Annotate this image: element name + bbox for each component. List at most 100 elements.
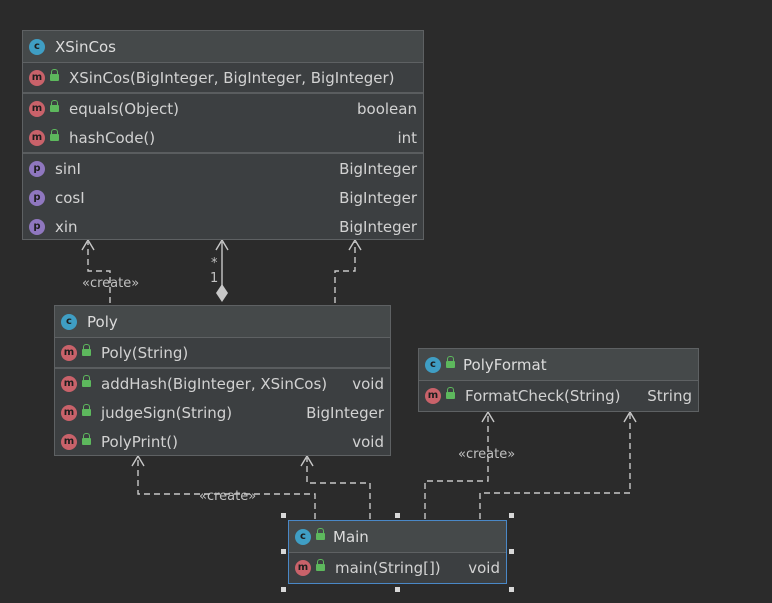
member-row[interactable]: m main(String[]) void — [289, 553, 506, 582]
class-title: Main — [333, 527, 369, 546]
member-row[interactable]: m FormatCheck(String) String — [419, 381, 698, 410]
class-header: c XSinCos — [23, 31, 423, 63]
member-type: void — [352, 432, 384, 451]
member-name: main(String[]) — [335, 558, 441, 577]
arrowhead-icon — [300, 454, 314, 467]
constructor-section: m Poly(String) — [55, 338, 390, 369]
member-type: BigInteger — [339, 188, 417, 207]
method-icon: m — [61, 344, 77, 361]
class-icon: c — [425, 356, 441, 373]
member-name: addHash(BigInteger, XSinCos) — [101, 374, 328, 393]
member-name: cosI — [55, 188, 85, 207]
member-type: void — [352, 374, 384, 393]
member-row[interactable]: m XSinCos(BigInteger, BigInteger, BigInt… — [23, 63, 423, 92]
member-name: judgeSign(String) — [101, 403, 233, 422]
constructor-section: m XSinCos(BigInteger, BigInteger, BigInt… — [23, 63, 423, 94]
methods-section: m equals(Object) boolean m hashCode() in… — [23, 94, 423, 154]
class-title: XSinCos — [55, 37, 116, 56]
lock-icon — [50, 129, 59, 141]
member-row[interactable]: m hashCode() int — [23, 123, 423, 152]
member-row[interactable]: m PolyPrint() void — [55, 427, 390, 456]
methods-section: m addHash(BigInteger, XSinCos) void m ju… — [55, 369, 390, 456]
method-icon: m — [61, 404, 77, 421]
member-name: XSinCos(BigInteger, BigInteger, BigInteg… — [69, 68, 395, 87]
arrowhead-icon — [131, 454, 145, 467]
lock-icon — [446, 356, 455, 368]
edge-poly-depends-xsincos[interactable] — [334, 242, 356, 303]
class-header: c Poly — [55, 306, 390, 338]
class-header: c PolyFormat — [419, 349, 698, 381]
member-row[interactable]: p xin BigInteger — [23, 212, 423, 241]
lock-icon — [82, 344, 91, 356]
create-label: «create» — [82, 276, 140, 291]
method-icon: m — [29, 100, 45, 117]
class-polyformat[interactable]: c PolyFormat m FormatCheck(String) Strin… — [418, 348, 699, 412]
arrowhead-icon — [81, 238, 95, 251]
edge-main-create-polyformat[interactable] — [424, 414, 489, 519]
lock-icon — [82, 433, 91, 445]
field-icon: p — [29, 189, 45, 206]
member-name: hashCode() — [69, 128, 156, 147]
member-type: BigInteger — [339, 217, 417, 236]
method-icon: m — [29, 69, 45, 86]
member-row[interactable]: m judgeSign(String) BigInteger — [55, 398, 390, 427]
resize-handle[interactable] — [509, 513, 514, 518]
class-main[interactable]: c Main m main(String[]) void — [288, 520, 507, 584]
arrowhead-icon — [348, 238, 362, 251]
class-poly[interactable]: c Poly m Poly(String) m addHash(BigInteg… — [54, 305, 391, 456]
member-row[interactable]: m Poly(String) — [55, 338, 390, 367]
method-icon: m — [425, 387, 441, 404]
resize-handle[interactable] — [395, 587, 400, 592]
lock-icon — [446, 387, 455, 399]
method-icon: m — [295, 559, 311, 576]
member-row[interactable]: p sinI BigInteger — [23, 154, 423, 183]
lock-icon — [50, 100, 59, 112]
lock-icon — [50, 69, 59, 81]
member-row[interactable]: m addHash(BigInteger, XSinCos) void — [55, 369, 390, 398]
member-name: sinI — [55, 159, 81, 178]
member-name: FormatCheck(String) — [465, 386, 621, 405]
member-type: void — [468, 558, 500, 577]
diamond-icon — [216, 284, 228, 302]
class-icon: c — [29, 38, 45, 55]
method-icon: m — [61, 433, 77, 450]
class-icon: c — [61, 313, 77, 330]
member-type: BigInteger — [306, 403, 384, 422]
member-name: xin — [55, 217, 78, 236]
member-name: PolyPrint() — [101, 432, 178, 451]
arrowhead-icon — [481, 410, 495, 423]
resize-handle[interactable] — [509, 587, 514, 592]
class-xsincos[interactable]: c XSinCos m XSinCos(BigInteger, BigInteg… — [22, 30, 424, 240]
method-icon: m — [61, 375, 77, 392]
multiplicity-one-label: 1 — [210, 271, 219, 286]
create-label: «create» — [199, 489, 257, 504]
resize-handle[interactable] — [281, 587, 286, 592]
create-label: «create» — [458, 447, 516, 462]
edge-main-depends-poly[interactable] — [306, 458, 371, 519]
member-type: boolean — [357, 99, 417, 118]
member-type: int — [397, 128, 417, 147]
member-name: Poly(String) — [101, 343, 189, 362]
resize-handle[interactable] — [281, 549, 286, 554]
resize-handle[interactable] — [281, 513, 286, 518]
member-type: String — [647, 386, 692, 405]
edge-main-depends-polyformat[interactable] — [479, 414, 631, 519]
resize-handle[interactable] — [509, 549, 514, 554]
edge-poly-create-xsincos[interactable] — [87, 242, 111, 303]
arrowhead-icon — [623, 410, 637, 423]
class-title: PolyFormat — [463, 355, 547, 374]
methods-section: m FormatCheck(String) String — [419, 381, 698, 410]
methods-section: m main(String[]) void — [289, 553, 506, 582]
member-row[interactable]: p cosI BigInteger — [23, 183, 423, 212]
fields-section: p sinI BigInteger p cosI BigInteger p xi… — [23, 154, 423, 241]
multiplicity-many-label: * — [211, 256, 218, 271]
member-name: equals(Object) — [69, 99, 179, 118]
resize-handle[interactable] — [395, 513, 400, 518]
member-type: BigInteger — [339, 159, 417, 178]
field-icon: p — [29, 218, 45, 235]
edge-main-create-poly[interactable] — [137, 458, 316, 519]
member-row[interactable]: m equals(Object) boolean — [23, 94, 423, 123]
class-header: c Main — [289, 521, 506, 553]
lock-icon — [82, 404, 91, 416]
